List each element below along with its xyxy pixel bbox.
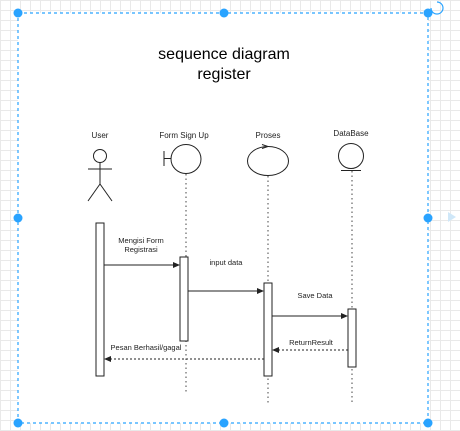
selection-handles[interactable]: [13, 8, 433, 428]
resize-handle-top-left[interactable]: [13, 8, 23, 18]
extend-right-icon[interactable]: [448, 212, 456, 222]
participant-label-user: User: [92, 131, 109, 140]
diagram-title-line1: sequence diagram: [158, 46, 290, 63]
resize-handle-left[interactable]: [13, 213, 23, 223]
message-pesan-berhasil[interactable]: [104, 356, 264, 362]
resize-handle-bottom[interactable]: [219, 418, 229, 428]
message-label-return-result: ReturnResult: [289, 338, 334, 347]
participant-label-proses: Proses: [256, 131, 281, 140]
boundary-form-icon[interactable]: [163, 144, 202, 174]
message-label-mengisi-form-line2: Registrasi: [124, 245, 158, 254]
control-proses-icon[interactable]: [247, 144, 289, 176]
message-label-mengisi-form-line1: Mengisi Form: [118, 236, 163, 245]
diagram-title-line2: register: [197, 66, 251, 83]
participant-label-database: DataBase: [333, 129, 369, 138]
resize-handle-bottom-right[interactable]: [423, 418, 433, 428]
resize-handle-bottom-left[interactable]: [13, 418, 23, 428]
diagram-frame[interactable]: [17, 12, 429, 424]
rotate-handle-icon[interactable]: [430, 1, 444, 15]
resize-handle-top[interactable]: [219, 8, 229, 18]
entity-database-icon[interactable]: [338, 143, 364, 171]
message-save-data[interactable]: [272, 313, 348, 319]
participant-label-form: Form Sign Up: [159, 131, 209, 140]
resize-handle-right[interactable]: [423, 213, 433, 223]
activation-proses[interactable]: [263, 282, 273, 377]
actor-user-icon[interactable]: [87, 149, 113, 202]
resize-handle-top-right[interactable]: [423, 8, 433, 18]
message-return-result[interactable]: [272, 347, 348, 353]
message-label-input-data: input data: [210, 258, 244, 267]
message-label-pesan-berhasil: Pesan Berhasil/gagal: [111, 343, 182, 352]
message-label-save-data: Save Data: [297, 291, 333, 300]
message-input-data[interactable]: [188, 288, 264, 294]
activation-user[interactable]: [95, 222, 105, 377]
message-mengisi-form[interactable]: [104, 262, 180, 268]
activation-form[interactable]: [179, 256, 189, 342]
activation-database[interactable]: [347, 308, 357, 368]
